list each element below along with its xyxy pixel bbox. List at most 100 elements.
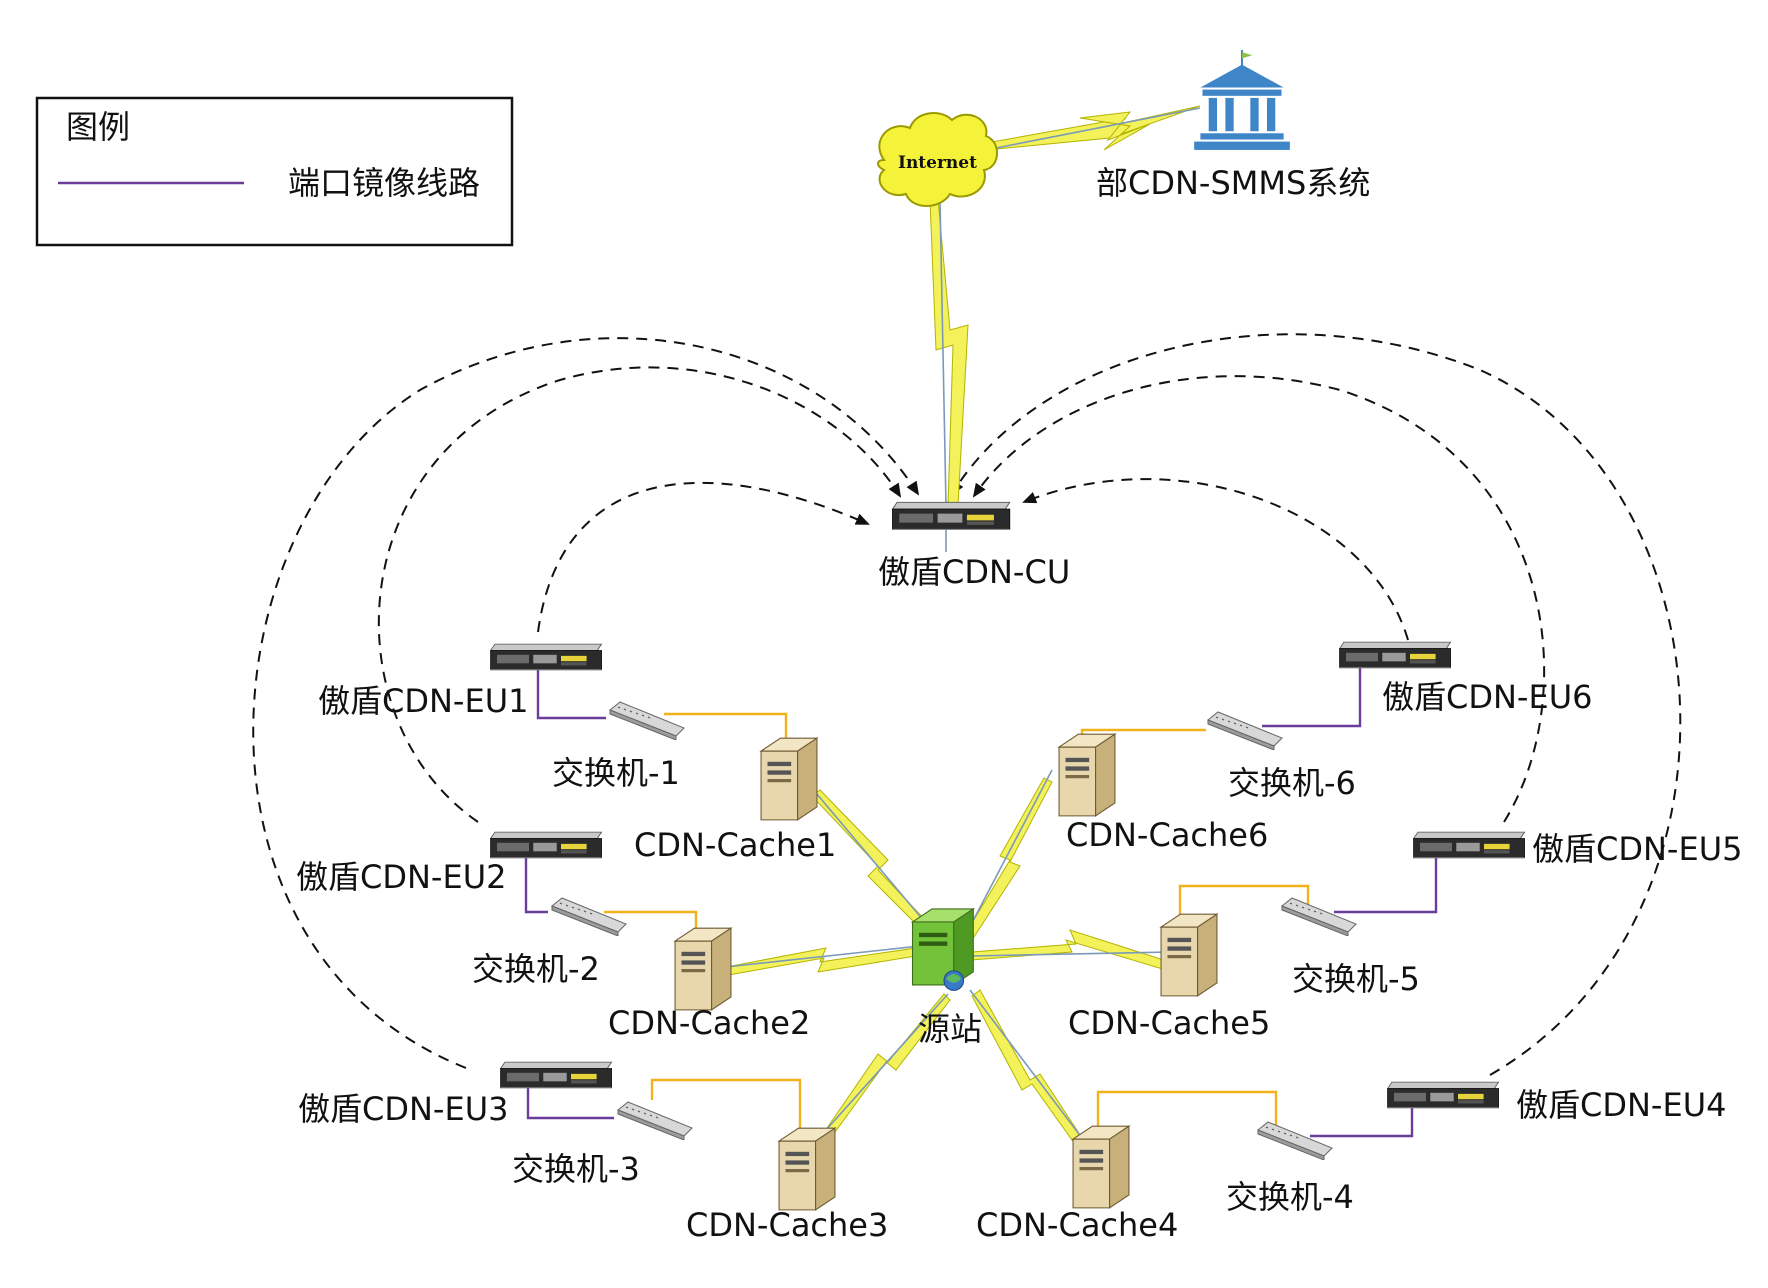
- cache-link-sw3-c3: [650, 1078, 802, 1144]
- eu6-rack-server-icon: [1339, 641, 1452, 669]
- cache-node-4: CDN-Cache4: [976, 1125, 1178, 1244]
- mirror-line-eu3-sw3: [526, 1084, 614, 1120]
- legend-title: 图例: [66, 108, 130, 146]
- smms-system: 部CDN-SMMS系统: [1096, 48, 1370, 202]
- switch-node-3: 交换机-3: [512, 1101, 693, 1188]
- eu-node-1: 傲盾CDN-EU1: [318, 643, 603, 720]
- eu5-rack-server-icon: [1413, 831, 1526, 859]
- internet-label: Internet: [898, 153, 977, 173]
- mirror-line-eu4-sw4: [1310, 1102, 1414, 1138]
- eu-node-2: 傲盾CDN-EU2: [296, 831, 603, 896]
- cache6-label: CDN-Cache6: [1066, 816, 1268, 854]
- cu-rack-server-icon: [891, 501, 1011, 530]
- switch2-icon: [551, 897, 627, 936]
- switch3-label: 交换机-3: [512, 1150, 640, 1188]
- thin-link-origin-cache6: [963, 769, 1053, 939]
- cache2-label: CDN-Cache2: [608, 1004, 810, 1042]
- eu3-rack-server-icon: [500, 1061, 613, 1089]
- switch3-icon: [617, 1101, 693, 1140]
- cache4-tower-server-icon: [1072, 1125, 1130, 1209]
- switch6-label: 交换机-6: [1228, 764, 1356, 802]
- wan-link-origin-cache6: [963, 777, 1053, 941]
- wan-link-origin-cache5: [971, 929, 1171, 971]
- thin-link-origin-cache5: [971, 951, 1171, 957]
- switch1-icon: [609, 701, 685, 740]
- dashed-link-eu6-cu: [1022, 478, 1409, 641]
- eu-node-3: 傲盾CDN-EU3: [298, 1061, 613, 1128]
- mirror-line-eu1-sw1: [536, 668, 606, 720]
- legend-mirror-line-label: 端口镜像线路: [288, 164, 480, 202]
- eu-to-cu-dashed-links: [252, 333, 1682, 1076]
- cache1-label: CDN-Cache1: [634, 826, 836, 864]
- cu-label: 傲盾CDN-CU: [878, 553, 1070, 591]
- eu6-label: 傲盾CDN-EU6: [1382, 678, 1592, 716]
- cache-node-1: CDN-Cache1: [634, 737, 836, 864]
- eu2-label: 傲盾CDN-EU2: [296, 858, 506, 896]
- switch1-label: 交换机-1: [552, 754, 680, 792]
- thin-links: [697, 107, 1201, 1151]
- eu1-label: 傲盾CDN-EU1: [318, 682, 528, 720]
- switch-node-4: 交换机-4: [1226, 1121, 1354, 1216]
- thin-link-origin-cache3: [807, 993, 949, 1151]
- cache2-tower-server-icon: [674, 927, 732, 1011]
- port-mirror-lines: [524, 662, 1438, 1138]
- thin-link-origin-cache2: [697, 945, 921, 971]
- internet-cloud: Internet: [877, 112, 998, 207]
- switch2-label: 交换机-2: [472, 950, 600, 988]
- wan-link-internet-smms-bolt: [1079, 111, 1151, 151]
- dashed-link-eu3-cu: [252, 337, 920, 1069]
- cdn-cu-node: 傲盾CDN-CU: [878, 501, 1070, 591]
- wan-link-internet-cu: [929, 199, 969, 506]
- switch-node-1: 交换机-1: [552, 701, 685, 792]
- thin-link-internet-smms: [985, 107, 1201, 151]
- thin-link-origin-cache1: [799, 773, 941, 941]
- eu-node-6: 傲盾CDN-EU6: [1339, 641, 1592, 716]
- eu4-rack-server-icon: [1387, 1081, 1500, 1109]
- thin-link-internet-cu: [939, 199, 947, 506]
- mirror-line-eu2-sw2: [524, 856, 548, 914]
- eu-node-4: 傲盾CDN-EU4: [1387, 1081, 1726, 1124]
- origin-node: 源站: [911, 908, 982, 1048]
- thin-link-origin-cache4: [969, 989, 1089, 1147]
- green-server-globe-icon: [911, 908, 974, 991]
- legend-box: [35, 96, 514, 247]
- cache5-label: CDN-Cache5: [1068, 1004, 1270, 1042]
- cache6-tower-server-icon: [1058, 733, 1116, 817]
- dashed-link-eu5-cu: [972, 375, 1546, 823]
- wan-link-origin-cache2: [699, 947, 917, 981]
- government-building-icon: [1193, 48, 1291, 152]
- cache-node-5: CDN-Cache5: [1068, 913, 1270, 1042]
- switch4-label: 交换机-4: [1226, 1178, 1354, 1216]
- cache-node-2: CDN-Cache2: [608, 927, 810, 1042]
- legend: 图例 端口镜像线路: [35, 96, 514, 247]
- cache3-tower-server-icon: [778, 1127, 836, 1211]
- switch5-label: 交换机-5: [1292, 960, 1420, 998]
- switch6-icon: [1207, 711, 1283, 750]
- mirror-line-eu6-sw6: [1262, 662, 1362, 728]
- internet-cloud-icon: [877, 112, 998, 207]
- switch-node-6: 交换机-6: [1207, 711, 1356, 802]
- eu3-label: 傲盾CDN-EU3: [298, 1090, 508, 1128]
- eu4-label: 傲盾CDN-EU4: [1516, 1086, 1726, 1124]
- switch5-icon: [1281, 897, 1357, 936]
- eu1-rack-server-icon: [490, 643, 603, 671]
- switch-node-2: 交换机-2: [472, 897, 627, 988]
- dashed-link-eu4-cu: [950, 333, 1682, 1076]
- eu2-rack-server-icon: [490, 831, 603, 859]
- switch4-icon: [1257, 1121, 1333, 1160]
- mirror-line-eu5-sw5: [1334, 852, 1438, 914]
- cache5-tower-server-icon: [1160, 913, 1218, 997]
- cache-node-3: CDN-Cache3: [686, 1127, 888, 1244]
- cache-node-6: CDN-Cache6: [1058, 733, 1268, 854]
- smms-label: 部CDN-SMMS系统: [1096, 164, 1370, 202]
- switch-node-5: 交换机-5: [1281, 897, 1420, 998]
- wan-links: [699, 105, 1201, 1155]
- cache4-label: CDN-Cache4: [976, 1206, 1178, 1244]
- cache1-tower-server-icon: [760, 737, 818, 821]
- dashed-link-eu1-cu: [537, 481, 870, 633]
- eu5-label: 傲盾CDN-EU5: [1532, 830, 1742, 868]
- cache3-label: CDN-Cache3: [686, 1206, 888, 1244]
- origin-label: 源站: [918, 1010, 982, 1048]
- eu-node-5: 傲盾CDN-EU5: [1413, 830, 1742, 868]
